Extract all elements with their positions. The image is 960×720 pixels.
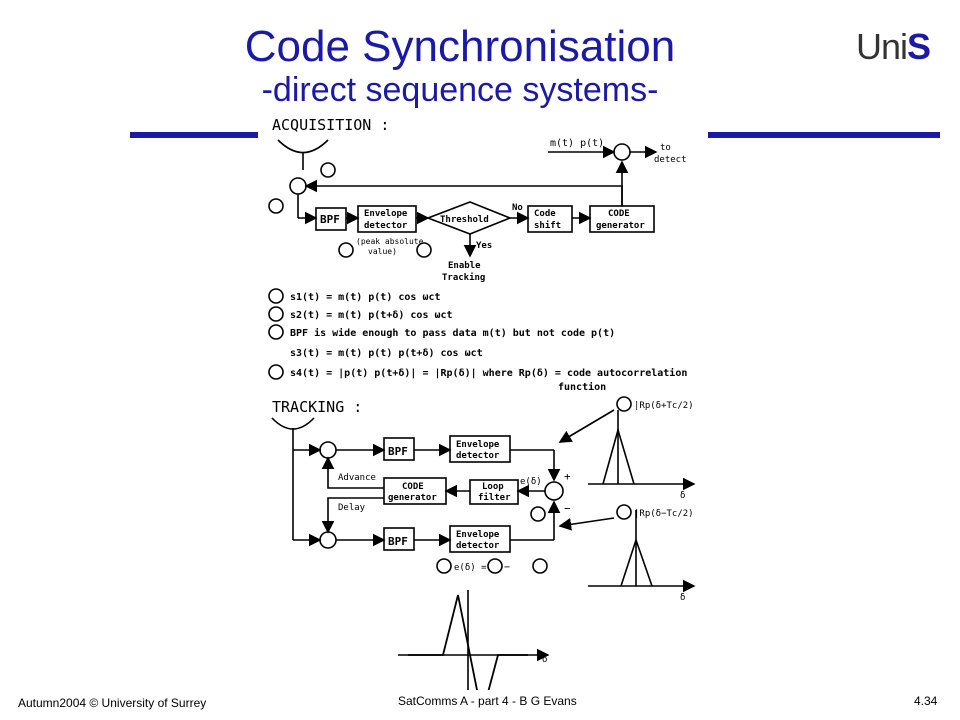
svg-text:e(δ): e(δ) — [520, 477, 542, 487]
svg-text:Enable: Enable — [448, 261, 481, 271]
svg-text:value): value) — [368, 247, 397, 256]
svg-text:detect: detect — [654, 155, 687, 165]
svg-text:BPF: BPF — [388, 445, 408, 458]
svg-text:BPF is wide enough to pass dat: BPF is wide enough to pass data m(t) but… — [290, 327, 615, 339]
svg-text:Yes: Yes — [476, 241, 492, 251]
svg-text:Tracking: Tracking — [442, 272, 485, 283]
unis-logo: UniS — [856, 26, 931, 67]
svg-text:Envelope: Envelope — [456, 530, 500, 540]
footer-course: SatComms A - part 4 - B G Evans — [398, 694, 577, 708]
title-rule-left — [130, 132, 260, 138]
svg-text:Threshold: Threshold — [440, 215, 489, 225]
svg-text:−: − — [564, 502, 571, 515]
svg-text:s2(t) = m(t) p(t+δ) cos ωct: s2(t) = m(t) p(t+δ) cos ωct — [290, 310, 453, 321]
svg-text:CODE: CODE — [608, 209, 630, 219]
acq-envelope-box — [357, 205, 417, 233]
trk-summer — [544, 481, 564, 501]
svg-text:δ: δ — [680, 593, 685, 603]
svg-text:Envelope: Envelope — [456, 440, 500, 450]
acq-heading: ACQUISITION : — [272, 116, 389, 134]
svg-text:Delay: Delay — [338, 503, 366, 513]
svg-text:δ: δ — [542, 655, 547, 665]
svg-text:generator: generator — [388, 493, 437, 503]
svg-text:(peak absolute: (peak absolute — [356, 237, 424, 246]
svg-text:detector: detector — [456, 541, 500, 551]
footer-copyright: Autumn2004 © University of Surrey — [18, 696, 207, 710]
svg-text:δ: δ — [680, 491, 685, 501]
svg-text:detector: detector — [364, 221, 408, 231]
svg-text:CODE: CODE — [402, 482, 424, 492]
svg-text:Loop: Loop — [482, 482, 504, 492]
svg-text:Code: Code — [534, 209, 556, 219]
code-sync-figure: ACQUISITION : m(t) p(t) to detect BPF En… — [258, 110, 708, 690]
svg-text:Envelope: Envelope — [364, 209, 408, 219]
svg-text:+: + — [564, 470, 571, 483]
acq-mixer — [289, 177, 307, 195]
svg-text:s1(t) = m(t) p(t) cos ωct: s1(t) = m(t) p(t) cos ωct — [290, 292, 441, 303]
svg-text:generator: generator — [596, 221, 645, 231]
svg-text:BPF: BPF — [388, 535, 408, 548]
slide-subtitle: -direct sequence systems- — [261, 71, 659, 109]
svg-text:filter: filter — [478, 492, 511, 503]
svg-text:shift: shift — [534, 220, 561, 231]
svg-text:|Rp(δ+Tc/2): |Rp(δ+Tc/2) — [634, 401, 694, 411]
svg-text:to: to — [660, 143, 671, 153]
svg-text:|Rp(δ−Tc/2): |Rp(δ−Tc/2) — [634, 509, 694, 519]
svg-text:No: No — [512, 203, 523, 213]
svg-text:BPF: BPF — [320, 213, 340, 226]
svg-text:detector: detector — [456, 451, 500, 461]
acq-code-shift-box — [527, 205, 573, 233]
trk-antenna — [271, 417, 315, 430]
acq-bpf-box — [315, 207, 347, 231]
trk-heading: TRACKING : — [272, 398, 362, 416]
svg-text:function: function — [558, 381, 606, 393]
trk-late-mixer — [319, 531, 337, 549]
footer-slide-number: 4.34 — [914, 694, 938, 708]
acq-output-mixer — [613, 143, 631, 161]
acq-antenna — [277, 139, 329, 154]
svg-text:s3(t) = m(t) p(t) p(t+δ) cos ω: s3(t) = m(t) p(t) p(t+δ) cos ωct — [290, 348, 483, 359]
trk-early-mixer — [319, 441, 337, 459]
svg-text:m(t) p(t): m(t) p(t) — [550, 138, 604, 149]
svg-text:−: − — [504, 562, 510, 573]
svg-text:Advance: Advance — [338, 473, 376, 483]
slide-title: Code Synchronisation — [244, 22, 676, 71]
title-rule-right — [700, 132, 940, 138]
svg-text:s4(t) = |p(t) p(t+δ)| = |Rp(δ): s4(t) = |p(t) p(t+δ)| = |Rp(δ)| where Rp… — [290, 367, 687, 379]
svg-text:e(δ) =: e(δ) = — [454, 563, 487, 573]
